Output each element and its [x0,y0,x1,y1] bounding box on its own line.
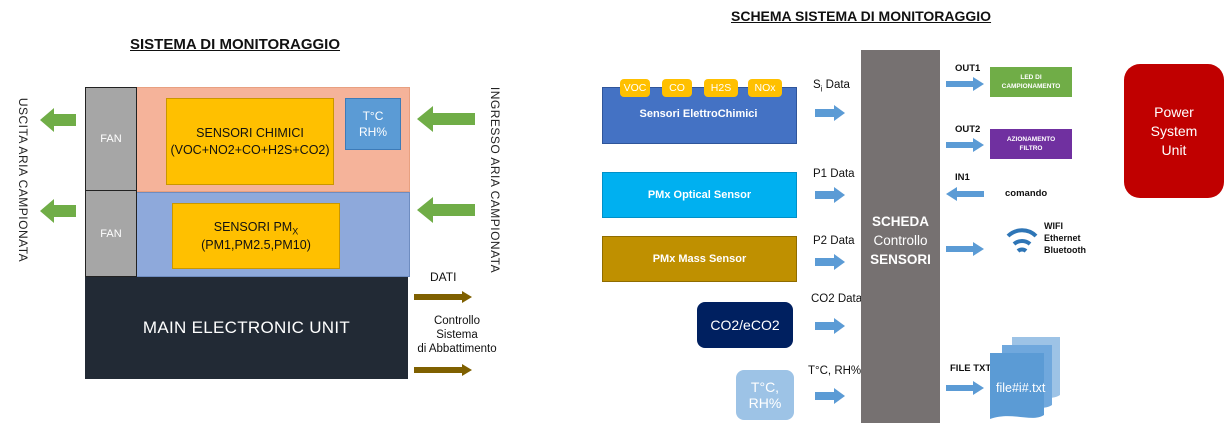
temp-humidity-sensor-line2: RH% [748,395,782,411]
out2-label: OUT2 [955,124,981,135]
gas-chip-co: CO [662,79,692,97]
co2-sensor-label: CO2/eCO2 [710,317,780,333]
fan-bottom-label: FAN [100,227,122,240]
chemical-sensor-title: SENSORI CHIMICI [196,126,304,140]
co2-sensor: CO2/eCO2 [697,302,793,348]
inlet-arrow-bottom [417,197,475,223]
pm-sensor-title: SENSORI PMX [213,219,299,237]
power-system-unit: Power System Unit [1124,64,1224,198]
temp-humidity-sensor-line1: T°C, [750,379,780,395]
wifi-icon [1006,228,1038,253]
humidity-label: RH% [358,125,387,139]
control-label: Controllo Sistema di Abbattimento [417,315,497,355]
wireless-arrow [946,242,984,256]
temp-humidity-box: T°C RH% [345,98,401,150]
out2-arrow [946,138,984,152]
chemical-sensor-detail: (VOC+NO2+CO+H2S+CO2) [170,143,330,157]
outlet-arrow-bottom [40,199,76,223]
out1-label: OUT1 [955,63,981,74]
file-arrow [946,381,984,395]
wireless-label: WIFI Ethernet Bluetooth [1044,221,1086,255]
p1-data-arrow [815,187,845,203]
control-arrow [414,364,472,376]
temp-humidity-sensor: T°C, RH% [736,370,794,420]
file-name-label: file#i#.txt [996,381,1046,395]
temp-data-label: T°C, RH% [808,365,862,377]
filter-actuation-box: AZIONAMENTO FILTRO [990,129,1072,159]
led-sampling-box: LED DI CAMPIONAMENTO [990,67,1072,97]
control-board [861,50,940,423]
comando-label: comando [1005,188,1048,199]
dati-label: DATI [430,270,457,284]
p2-data-label: P2 Data [813,235,855,247]
si-data-arrow [815,105,845,121]
co2-data-arrow [815,318,845,334]
gas-chip-h2s: H2S [704,79,738,97]
outlet-label: USCITA ARIA CAMPIONATA [16,97,30,263]
inlet-arrow-top [417,106,475,132]
chemical-sensor-box: SENSORI CHIMICI (VOC+NO2+CO+H2S+CO2) [166,98,334,185]
out1-arrow [946,77,984,91]
file-txt-label: FILE TXT [950,363,992,374]
file-stack-icon [990,337,1060,419]
fan-top: FAN [85,87,137,191]
main-electronic-unit: MAIN ELECTRONIC UNIT [85,277,408,379]
dati-arrow [414,291,472,303]
outlet-arrow-top [40,108,76,132]
control-board-label: SCHEDA Controllo SENSORI [870,213,931,267]
gas-chip-row: VOC CO H2S NOx [620,79,785,99]
inlet-label: INGRESSO ARIA CAMPIONATA [488,86,502,274]
pmx-optical-sensor-label: PMx Optical Sensor [647,189,752,201]
fan-bottom: FAN [85,190,137,277]
main-electronic-unit-label: MAIN ELECTRONIC UNIT [142,318,351,337]
in1-arrow [946,187,984,201]
in1-label: IN1 [955,172,970,183]
pmx-mass-sensor: PMx Mass Sensor [602,236,797,282]
temp-data-arrow [815,388,845,404]
gas-chip-voc: VOC [620,79,650,97]
pmx-optical-sensor: PMx Optical Sensor [602,172,797,218]
si-data-label: Si Data [813,79,850,94]
left-diagram-title: SISTEMA DI MONITORAGGIO [130,36,341,53]
right-diagram-title: SCHEMA SISTEMA DI MONITORAGGIO [731,8,992,24]
electrochemical-sensor-label: Sensori ElettroChimici [639,108,758,120]
pm-sensor-box: SENSORI PMX (PM1,PM2.5,PM10) [172,203,340,269]
p2-data-arrow [815,254,845,270]
pmx-mass-sensor-label: PMx Mass Sensor [652,253,747,265]
gas-chip-nox: NOx [748,79,782,97]
temp-label: T°C [362,109,384,123]
pm-sensor-detail: (PM1,PM2.5,PM10) [201,238,311,253]
p1-data-label: P1 Data [813,168,855,180]
fan-top-label: FAN [100,133,122,145]
co2-data-label: CO2 Data [811,293,863,305]
